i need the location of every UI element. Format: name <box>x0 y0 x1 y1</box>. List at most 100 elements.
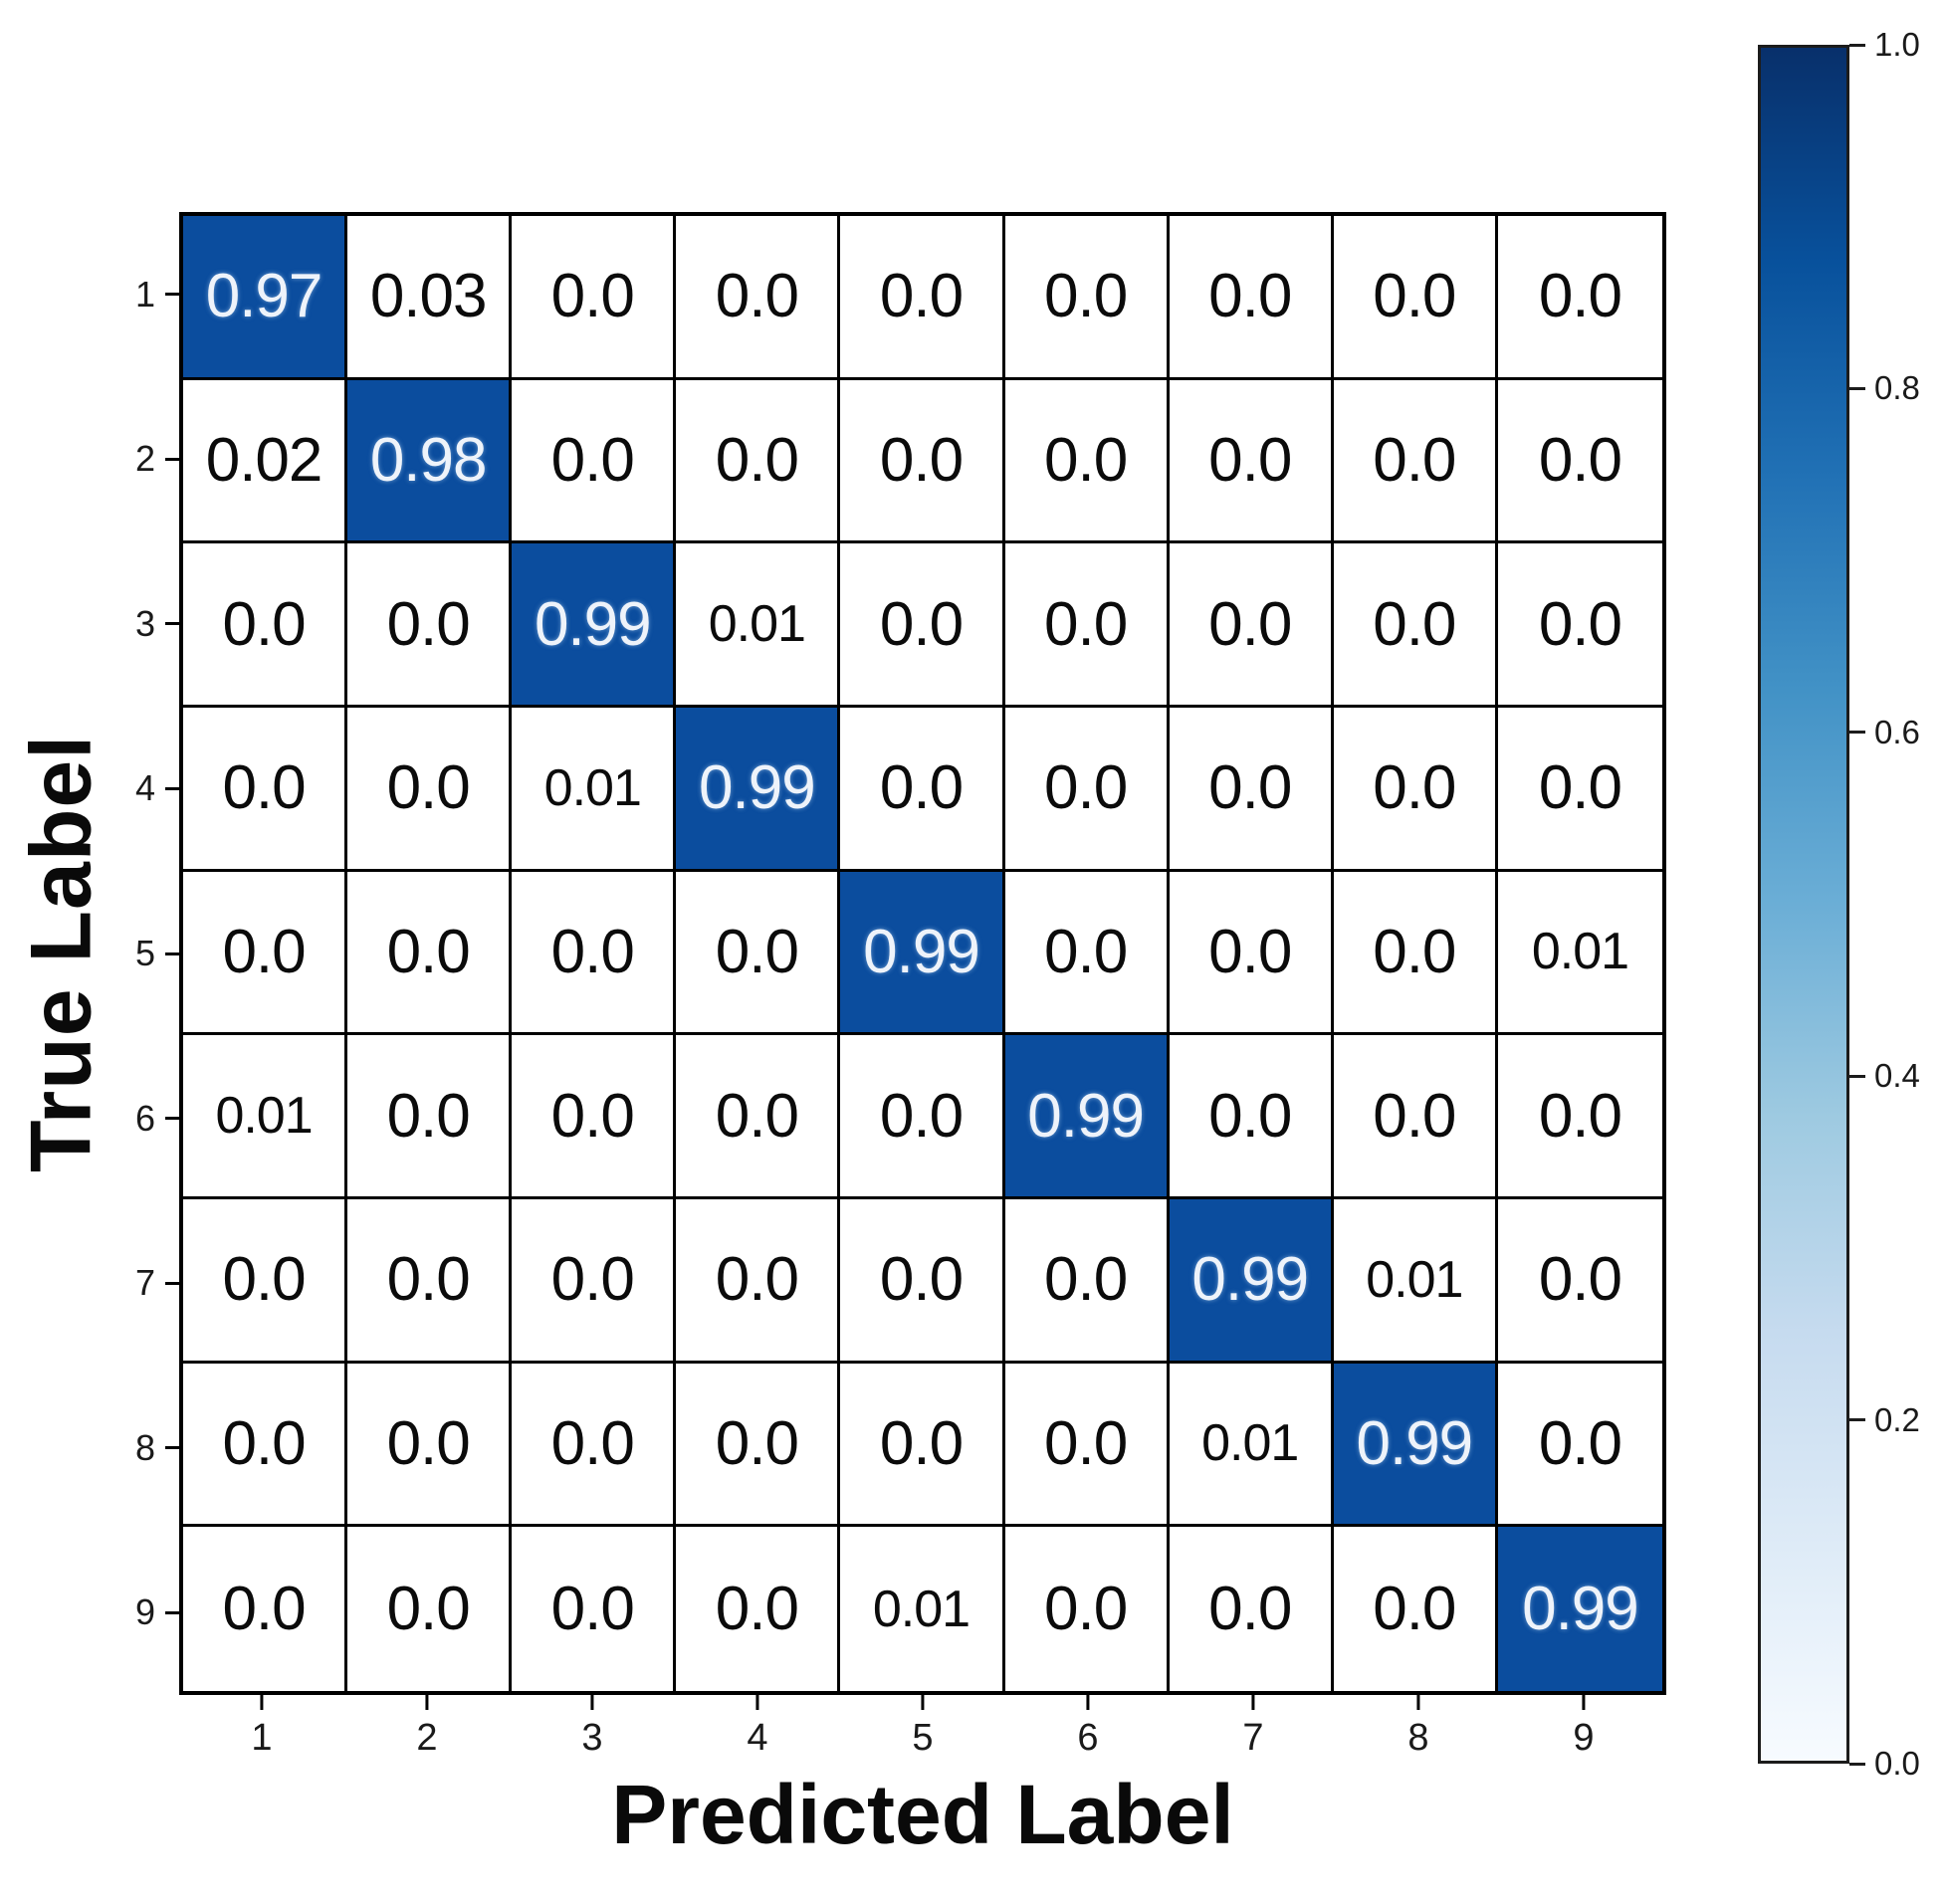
y-tick-label: 9 <box>134 1591 155 1633</box>
x-tick-mark <box>1086 1695 1090 1710</box>
matrix-cell: 0.0 <box>840 1199 1005 1364</box>
matrix-cell: 0.0 <box>1333 1035 1498 1199</box>
matrix-cell: 0.0 <box>1004 543 1170 708</box>
matrix-cell: 0.0 <box>1497 1199 1662 1364</box>
x-tick: 1 <box>251 1695 273 1760</box>
x-tick: 6 <box>1077 1695 1099 1760</box>
y-tick-mark <box>165 1610 179 1614</box>
matrix-cell: 0.0 <box>676 1363 841 1528</box>
y-tick: 7 <box>135 1262 179 1304</box>
matrix-cell: 0.0 <box>512 216 677 380</box>
colorbar-tick-mark <box>1849 43 1865 47</box>
matrix-cell: 0.98 <box>347 379 513 544</box>
matrix-cell: 0.0 <box>1497 708 1662 872</box>
matrix-cell: 0.0 <box>1004 1363 1170 1528</box>
x-axis-title: Predicted Label <box>611 1768 1234 1861</box>
matrix-cell: 0.0 <box>1333 379 1498 544</box>
colorbar-tick-label: 0.6 <box>1874 713 1920 750</box>
x-axis-ticks: 1 2 3 4 5 6 7 8 9 <box>179 1695 1666 1785</box>
colorbar-gradient <box>1758 45 1849 1764</box>
matrix-cell: 0.0 <box>1497 1363 1662 1528</box>
matrix-cell: 0.0 <box>1169 708 1334 872</box>
matrix-cell: 0.0 <box>1497 216 1662 380</box>
x-tick-label: 4 <box>747 1717 768 1759</box>
matrix-cell: 0.0 <box>1004 1527 1170 1691</box>
matrix-cell: 0.0 <box>840 379 1005 544</box>
x-tick-label: 6 <box>1077 1717 1099 1759</box>
x-tick-label: 2 <box>416 1717 438 1759</box>
matrix-cell: 0.0 <box>512 1199 677 1364</box>
matrix-cell: 0.0 <box>840 543 1005 708</box>
matrix-cell: 0.99 <box>840 871 1005 1036</box>
x-tick-mark <box>425 1695 429 1710</box>
matrix-cell: 0.0 <box>840 1363 1005 1528</box>
x-tick: 4 <box>747 1695 768 1760</box>
x-tick: 9 <box>1573 1695 1595 1760</box>
x-tick-label: 5 <box>912 1717 934 1759</box>
matrix-cell: 0.0 <box>1497 379 1662 544</box>
x-tick-mark <box>260 1695 264 1710</box>
matrix-cell: 0.0 <box>1333 1527 1498 1691</box>
matrix-cell: 0.97 <box>183 216 348 380</box>
matrix-cell: 0.0 <box>676 871 841 1036</box>
matrix-cell: 0.99 <box>1004 1035 1170 1199</box>
y-tick-label: 1 <box>134 273 155 315</box>
y-tick-mark <box>165 622 179 626</box>
matrix-cell: 0.0 <box>183 1527 348 1691</box>
matrix-cell: 0.0 <box>1497 543 1662 708</box>
matrix-cell: 0.0 <box>183 543 348 708</box>
matrix-cell: 0.0 <box>347 1527 513 1691</box>
y-tick-label: 8 <box>134 1426 155 1468</box>
matrix-cell: 0.0 <box>840 1035 1005 1199</box>
matrix-cell: 0.0 <box>183 871 348 1036</box>
matrix-cell: 0.0 <box>347 543 513 708</box>
matrix-cell: 0.0 <box>347 708 513 872</box>
y-tick-label: 2 <box>134 438 155 480</box>
y-tick-mark <box>165 786 179 790</box>
x-tick-label: 7 <box>1242 1717 1264 1759</box>
x-tick: 2 <box>416 1695 438 1760</box>
colorbar-tick: 0.2 <box>1849 1401 1920 1439</box>
matrix-cell: 0.03 <box>347 216 513 380</box>
matrix-cell: 0.0 <box>1497 1035 1662 1199</box>
matrix-cell: 0.0 <box>347 1035 513 1199</box>
matrix-cell: 0.0 <box>1333 871 1498 1036</box>
matrix-cell: 0.99 <box>512 543 677 708</box>
matrix-cell: 0.0 <box>1004 708 1170 872</box>
x-tick-mark <box>921 1695 925 1710</box>
colorbar-tick-label: 0.2 <box>1874 1400 1920 1438</box>
matrix-cell: 0.0 <box>512 1035 677 1199</box>
x-tick-label: 9 <box>1573 1717 1595 1759</box>
matrix-cell: 0.0 <box>840 216 1005 380</box>
y-tick-label: 7 <box>134 1262 155 1304</box>
y-tick: 5 <box>135 933 179 974</box>
x-tick-label: 1 <box>251 1717 273 1759</box>
y-tick-mark <box>165 952 179 955</box>
matrix-cell: 0.0 <box>1333 543 1498 708</box>
matrix-cell: 0.0 <box>1169 543 1334 708</box>
y-tick-mark <box>165 1446 179 1450</box>
x-tick: 8 <box>1407 1695 1429 1760</box>
x-tick: 3 <box>581 1695 603 1760</box>
y-tick-mark <box>165 1117 179 1121</box>
colorbar-tick-label: 1.0 <box>1874 26 1920 63</box>
matrix-cell: 0.01 <box>512 708 677 872</box>
y-tick: 1 <box>135 274 179 316</box>
colorbar-tick: 0.4 <box>1849 1057 1920 1095</box>
x-tick-mark <box>1582 1695 1586 1710</box>
y-tick: 6 <box>135 1098 179 1140</box>
matrix-cell: 0.0 <box>840 708 1005 872</box>
y-tick-mark <box>165 457 179 461</box>
matrix-cell: 0.01 <box>183 1035 348 1199</box>
matrix-cell: 0.0 <box>1333 216 1498 380</box>
matrix-cell: 0.0 <box>512 1363 677 1528</box>
y-tick: 2 <box>135 438 179 480</box>
x-tick-mark <box>590 1695 594 1710</box>
matrix-cell: 0.0 <box>512 379 677 544</box>
colorbar-tick-mark <box>1849 1418 1865 1422</box>
matrix-cell: 0.99 <box>676 708 841 872</box>
matrix-cell: 0.0 <box>347 871 513 1036</box>
